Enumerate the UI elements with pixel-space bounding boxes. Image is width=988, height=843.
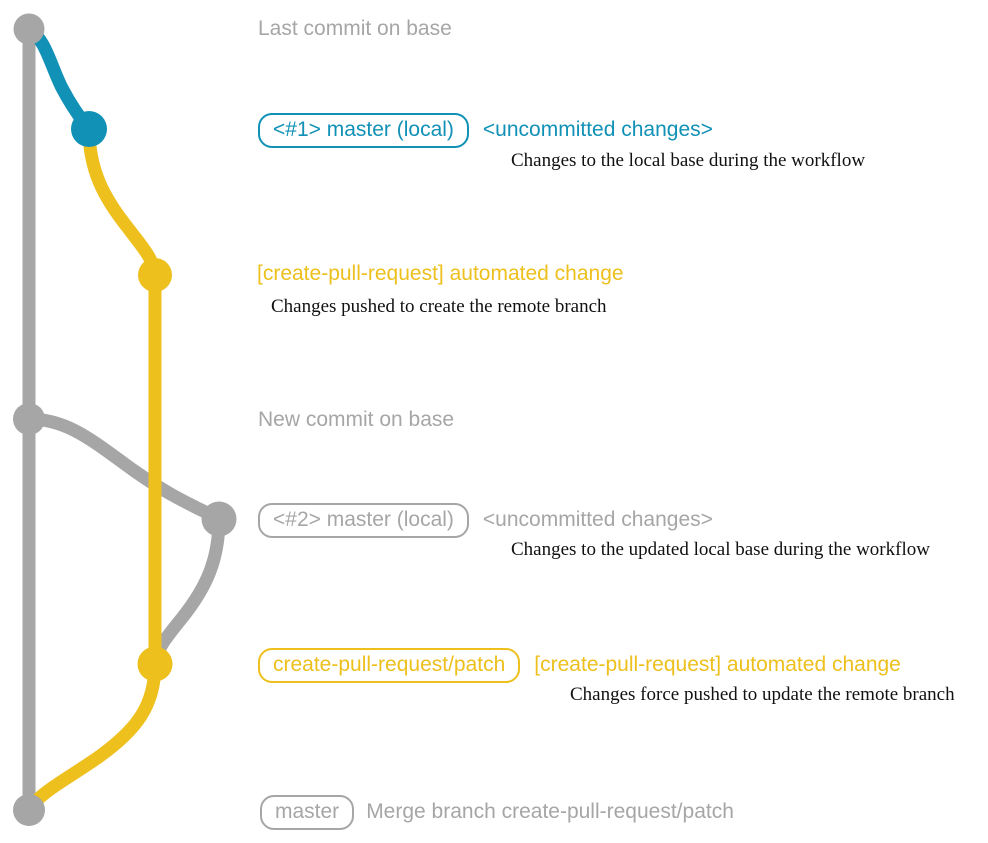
commit-headline-local-2: <uncommitted changes> xyxy=(482,508,713,531)
branch-pill-local-1[interactable]: <#1> master (local) xyxy=(258,113,469,149)
commit-node-remote-update[interactable] xyxy=(137,646,173,682)
edge-local1-to-remote-create xyxy=(82,122,162,282)
commit-row-local-2: <#2> master (local) <uncommitted changes… xyxy=(258,503,713,539)
commit-node-local-1[interactable] xyxy=(71,111,107,147)
branch-pill-local-2[interactable]: <#2> master (local) xyxy=(258,503,469,539)
commit-headline-base-new: New commit on base xyxy=(258,408,455,431)
commit-subtext-local-2: Changes to the updated local base during… xyxy=(511,539,930,560)
commit-subtext-local-1: Changes to the local base during the wor… xyxy=(511,150,866,171)
edge-base-to-local2 xyxy=(22,412,226,526)
commit-row-remote-update: create-pull-request/patch [create-pull-r… xyxy=(258,648,901,684)
commit-node-local-2[interactable] xyxy=(201,501,237,537)
commit-node-remote-create[interactable] xyxy=(138,258,172,292)
commit-row-base-new: New commit on base xyxy=(258,408,454,432)
commit-row-local-1: <#1> master (local) <uncommitted changes… xyxy=(258,113,713,149)
commit-headline-remote-update: [create-pull-request] automated change xyxy=(534,653,901,676)
edge-local2-to-remote-update xyxy=(148,512,226,671)
branch-pill-remote-update[interactable]: create-pull-request/patch xyxy=(258,648,521,684)
commit-row-base-last: Last commit on base xyxy=(258,17,452,41)
edge-remote-update-to-merge xyxy=(22,657,162,817)
commit-headline-remote-create: [create-pull-request] automated change xyxy=(257,262,624,285)
branch-pill-master[interactable]: master xyxy=(260,795,355,831)
commit-node-base-last[interactable] xyxy=(13,13,45,45)
commit-headline-base-merge: Merge branch create-pull-request/patch xyxy=(366,800,734,823)
commit-headline-base-last: Last commit on base xyxy=(258,17,452,40)
commit-subtext-remote-update: Changes force pushed to update the remot… xyxy=(570,684,955,705)
commit-headline-local-1: <uncommitted changes> xyxy=(482,118,713,141)
commit-node-base-new[interactable] xyxy=(13,403,45,435)
commit-subtext-remote-create: Changes pushed to create the remote bran… xyxy=(271,296,607,317)
commit-row-base-merge: master Merge branch create-pull-request/… xyxy=(260,795,734,831)
commit-node-base-merge[interactable] xyxy=(13,794,45,826)
commit-row-remote-create: [create-pull-request] automated change xyxy=(257,262,624,286)
